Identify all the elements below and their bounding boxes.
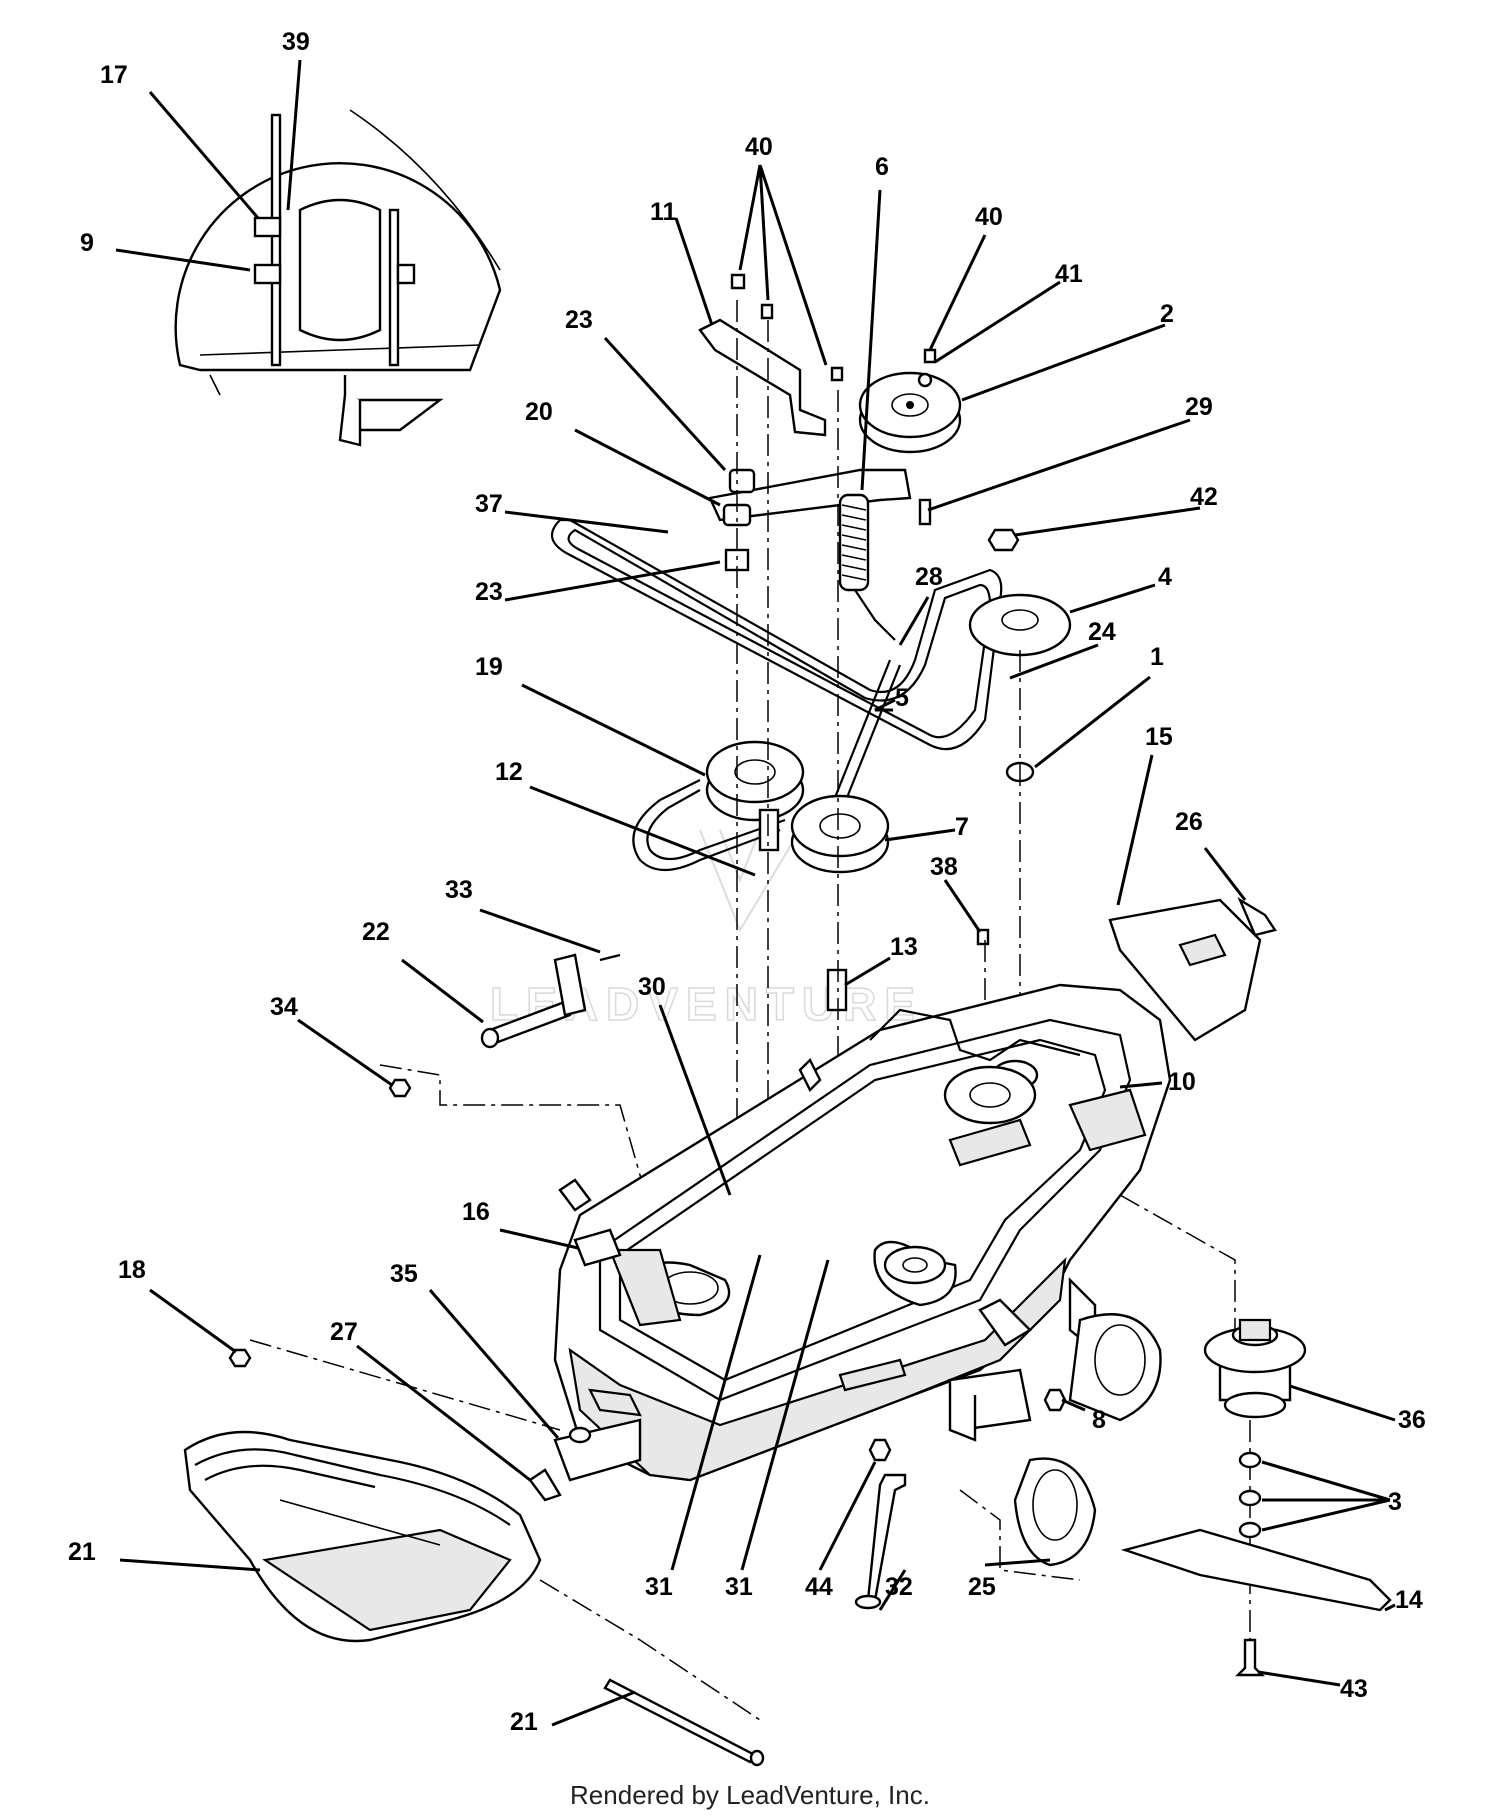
callout-c26: 26 bbox=[1175, 808, 1203, 836]
bolt-43 bbox=[1235, 1638, 1265, 1677]
watermark-text: LEADVENTURE bbox=[490, 978, 923, 1030]
callout-c41: 41 bbox=[1055, 260, 1083, 288]
callout-c6: 6 bbox=[875, 153, 889, 181]
blade-14 bbox=[1120, 1528, 1392, 1612]
nut-42 bbox=[987, 528, 1020, 552]
callout-c34: 34 bbox=[270, 993, 298, 1021]
callout-c32: 32 bbox=[885, 1573, 913, 1601]
callout-c16: 16 bbox=[462, 1198, 490, 1226]
callout-c42: 42 bbox=[1190, 483, 1218, 511]
callout-c15: 15 bbox=[1145, 723, 1173, 751]
spring-6 bbox=[838, 493, 896, 641]
detail-view-inset bbox=[174, 109, 502, 447]
rod-21 bbox=[603, 1678, 765, 1767]
discharge-chute-21 bbox=[183, 1430, 542, 1643]
callout-c3: 3 bbox=[1388, 1488, 1402, 1516]
pulley-19 bbox=[705, 740, 805, 822]
callout-c9: 9 bbox=[80, 229, 94, 257]
callout-c20: 20 bbox=[525, 398, 553, 426]
callout-c33: 33 bbox=[445, 876, 473, 904]
belt-shield-15 bbox=[1108, 897, 1277, 1042]
callout-c25: 25 bbox=[968, 1573, 996, 1601]
callout-c19: 19 bbox=[475, 653, 503, 681]
callout-c31a: 31 bbox=[645, 1573, 673, 1601]
watermark-logo bbox=[699, 829, 801, 933]
callout-c12: 12 bbox=[495, 758, 523, 786]
spindle-assembly-36 bbox=[1203, 1318, 1307, 1419]
callout-c1: 1 bbox=[1150, 643, 1164, 671]
callout-c18: 18 bbox=[118, 1256, 146, 1284]
callout-c22: 22 bbox=[362, 918, 390, 946]
callout-c37: 37 bbox=[475, 490, 503, 518]
pulley-4 bbox=[968, 593, 1072, 657]
mower-deck-10 bbox=[553, 983, 1172, 1482]
nut-34 bbox=[388, 1078, 412, 1098]
pin-32 bbox=[854, 1473, 907, 1610]
callout-c13: 13 bbox=[890, 933, 918, 961]
callout-c10: 10 bbox=[1168, 1068, 1196, 1096]
bracket-16 bbox=[573, 1228, 622, 1267]
callout-c7: 7 bbox=[955, 813, 969, 841]
idler-arm-20 bbox=[708, 468, 912, 522]
callout-c29: 29 bbox=[1185, 393, 1213, 421]
washers-3 bbox=[1238, 1451, 1262, 1539]
callout-c36: 36 bbox=[1398, 1406, 1426, 1434]
callout-c38: 38 bbox=[930, 853, 958, 881]
nut-18 bbox=[228, 1348, 252, 1368]
callout-c23b: 23 bbox=[475, 578, 503, 606]
callout-c17: 17 bbox=[100, 61, 128, 89]
nut-8 bbox=[1043, 1388, 1067, 1412]
deck-wheel-right bbox=[1068, 1313, 1162, 1422]
callout-c2: 2 bbox=[1160, 300, 1174, 328]
pulley-2 bbox=[858, 371, 962, 454]
bracket-35 bbox=[553, 1418, 642, 1482]
callout-c24: 24 bbox=[1088, 618, 1116, 646]
callout-c40b: 40 bbox=[975, 203, 1003, 231]
callout-c28: 28 bbox=[915, 563, 943, 591]
callout-c40a: 40 bbox=[745, 133, 773, 161]
callout-c21a: 21 bbox=[68, 1538, 96, 1566]
pulley-7 bbox=[790, 794, 890, 874]
callout-c35: 35 bbox=[390, 1260, 418, 1288]
callout-c31b: 31 bbox=[725, 1573, 753, 1601]
idler-arm-11 bbox=[698, 318, 827, 437]
callout-leaders bbox=[115, 59, 1396, 1727]
callout-c27: 27 bbox=[330, 1318, 358, 1346]
callout-c5: 5 bbox=[895, 684, 909, 712]
callout-c8: 8 bbox=[1092, 1406, 1106, 1434]
callout-c11: 11 bbox=[650, 198, 677, 226]
callout-c21b: 21 bbox=[510, 1708, 538, 1736]
callout-c30: 30 bbox=[638, 973, 666, 1001]
callout-c43: 43 bbox=[1340, 1675, 1368, 1703]
wheel-25 bbox=[948, 1368, 1097, 1567]
bolt-27 bbox=[528, 1468, 562, 1502]
callout-c4: 4 bbox=[1158, 563, 1172, 591]
callout-c39: 39 bbox=[282, 28, 310, 56]
callout-c14: 14 bbox=[1395, 1586, 1423, 1614]
nut-44 bbox=[868, 1438, 892, 1462]
callout-c23a: 23 bbox=[565, 306, 593, 334]
callout-c44: 44 bbox=[805, 1573, 833, 1601]
pivot-rod-22 bbox=[480, 953, 621, 1049]
footer-credit: Rendered by LeadVenture, Inc. bbox=[570, 1780, 930, 1810]
